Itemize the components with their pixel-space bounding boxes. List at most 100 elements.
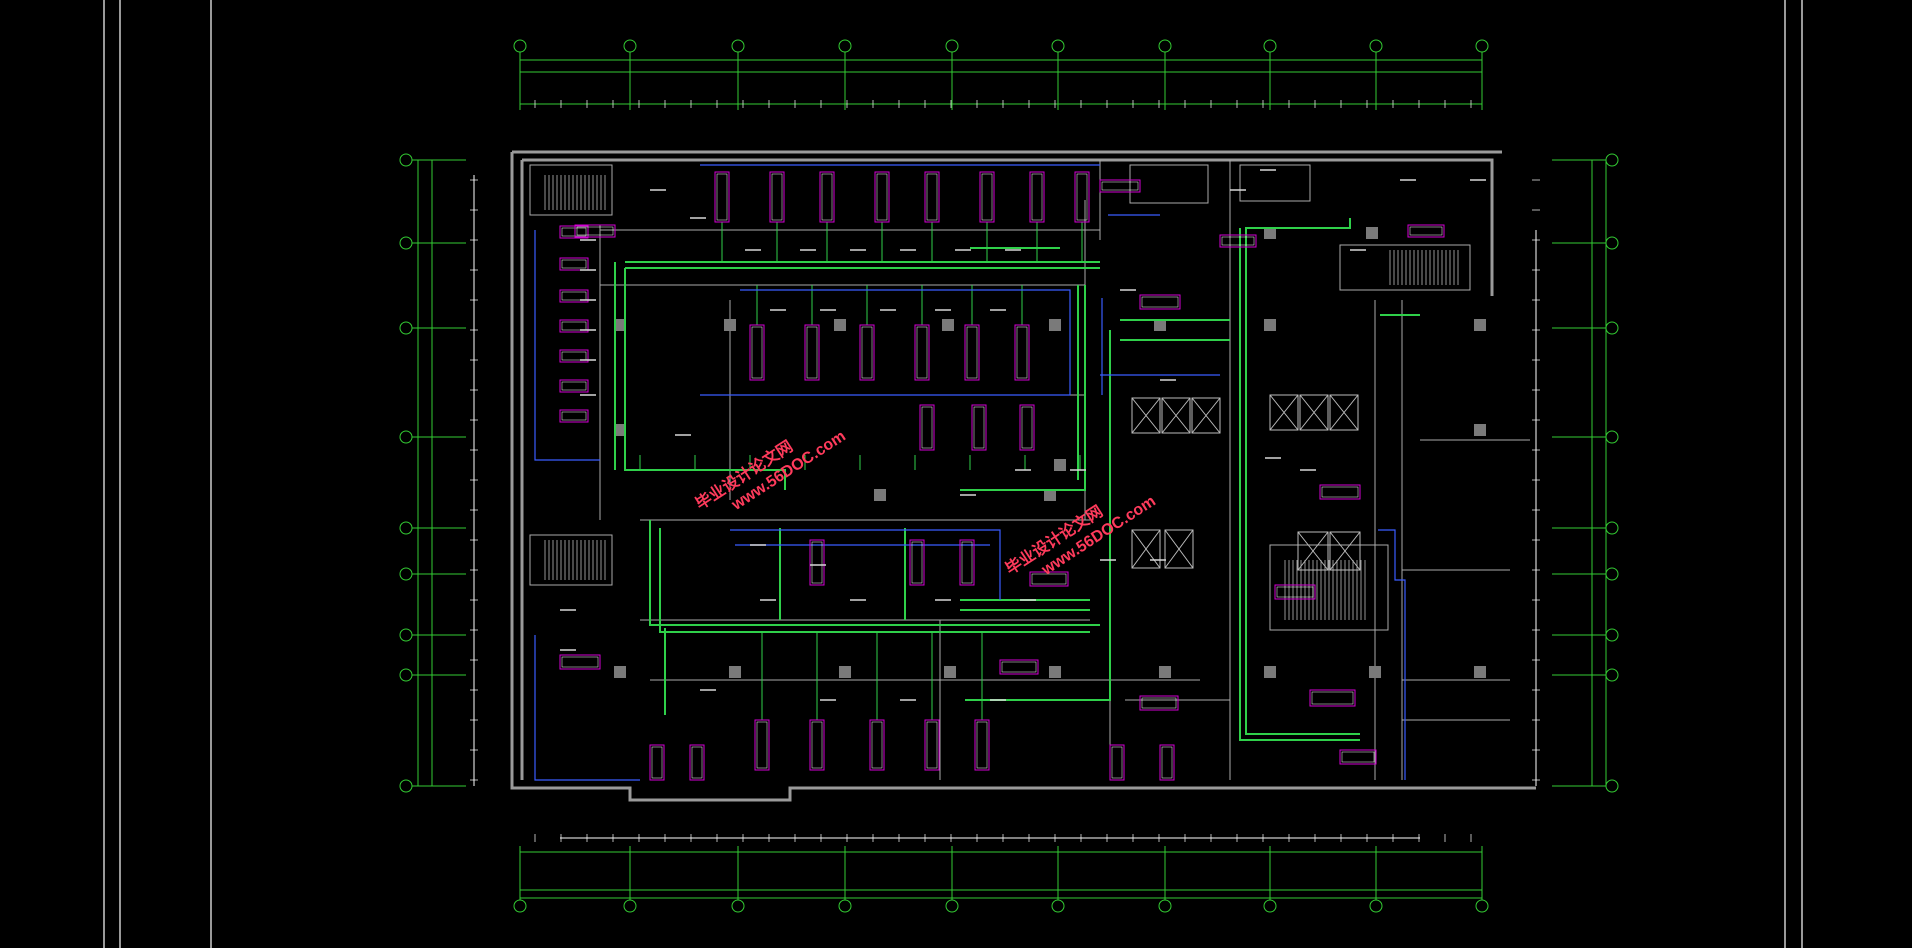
ahu-unit-inner (1276, 586, 1314, 598)
grid-bubble (1605, 153, 1619, 167)
grid-bubble (1051, 899, 1065, 913)
ahu-unit-inner (561, 291, 587, 301)
elevator-shafts (1131, 394, 1361, 571)
grid-bubble (945, 899, 959, 913)
elevator-car (1164, 529, 1194, 569)
grid-bubble (1369, 39, 1383, 53)
ahu-unit-inner (1001, 661, 1037, 673)
supply-ducts (614, 218, 1420, 741)
structural-columns (614, 227, 1486, 678)
column (1049, 666, 1061, 678)
grid-bubble (399, 567, 413, 581)
annotation-text (560, 169, 1486, 701)
ahu-unit-inner (926, 173, 938, 221)
left-grid-bubbles (399, 153, 413, 793)
column (942, 319, 954, 331)
grid-bubble (1605, 779, 1619, 793)
grid-bubble (513, 39, 527, 53)
ahu-unit-inner (1311, 691, 1354, 705)
ahu-unit (869, 719, 885, 771)
ahu-unit-inner (561, 411, 587, 421)
ahu-unit-inner (1101, 181, 1139, 191)
elevator-car (1269, 394, 1299, 431)
grid-bubble (1605, 628, 1619, 642)
ahu-unit (749, 324, 765, 381)
ahu-unit (559, 257, 589, 271)
elevator-car (1131, 529, 1161, 569)
ahu-unit (971, 404, 987, 451)
ahu-unit-inner (1016, 326, 1028, 379)
elevator-cross (1329, 531, 1361, 571)
grid-bubble (623, 39, 637, 53)
ahu-unit (559, 654, 601, 670)
supply-branch-lines (639, 222, 1083, 720)
ahu-unit (809, 719, 825, 771)
ahu-unit (1014, 324, 1030, 381)
ahu-unit (1219, 234, 1257, 248)
grid-bubble (399, 153, 413, 167)
column (1474, 666, 1486, 678)
ahu-unit-inner (561, 321, 587, 331)
grid-bubble (399, 668, 413, 682)
grid-bubble (1475, 899, 1489, 913)
ahu-unit (574, 224, 616, 238)
ahu-unit (809, 539, 825, 586)
ahu-unit-inner (576, 226, 614, 236)
elevator-car (1161, 397, 1191, 434)
column (1049, 319, 1061, 331)
ahu-unit-inner (1409, 226, 1443, 236)
elevator-cross (1329, 394, 1359, 431)
ahu-unit (1159, 744, 1175, 781)
elevator-cross (1191, 397, 1221, 434)
grid-bubble (1158, 899, 1172, 913)
ahu-unit (924, 719, 940, 771)
ahu-unit (754, 719, 770, 771)
ahu-unit (559, 319, 589, 333)
ahu-unit-inner (1141, 697, 1177, 709)
ahu-unit (804, 324, 820, 381)
column (614, 424, 626, 436)
grid-bubble (1605, 567, 1619, 581)
ahu-unit (999, 659, 1039, 675)
ahu-unit (1339, 749, 1377, 765)
column (1044, 489, 1056, 501)
ahu-unit (1319, 484, 1361, 500)
ahu-unit-inner (1021, 406, 1033, 449)
grid-bubble (945, 39, 959, 53)
ahu-unit (1074, 171, 1090, 223)
elevator-car (1299, 394, 1329, 431)
column (1159, 666, 1171, 678)
ahu-unit-inner (966, 326, 978, 379)
grid-bubble (1263, 899, 1277, 913)
column (1366, 227, 1378, 239)
column (1154, 319, 1166, 331)
ahu-unit (1139, 294, 1181, 310)
bottom-grid-bubbles (513, 899, 1489, 913)
elevator-cross (1299, 394, 1329, 431)
grid-bubble (399, 236, 413, 250)
ahu-unit (924, 171, 940, 223)
column (614, 666, 626, 678)
ahu-unit (914, 324, 930, 381)
ahu-unit-inner (751, 326, 763, 379)
ahu-unit-inner (561, 259, 587, 269)
column (1264, 666, 1276, 678)
grid-bubble (1605, 521, 1619, 535)
ahu-unit-inner (806, 326, 818, 379)
grid-bubble (1605, 321, 1619, 335)
ahu-unit (859, 324, 875, 381)
ahu-unit (1274, 584, 1316, 600)
ahu-unit-inner (651, 746, 663, 779)
ahu-unit-inner (876, 173, 888, 221)
ahu-unit-inner (1321, 486, 1359, 498)
ahu-unit (1309, 689, 1356, 707)
elevator-cross (1269, 394, 1299, 431)
ahu-unit-inner (561, 381, 587, 391)
elevator-cross (1164, 529, 1194, 569)
grid-bubble (623, 899, 637, 913)
ahu-unit (1109, 744, 1125, 781)
ahu-unit-inner (811, 721, 823, 769)
ahu-unit-inner (981, 173, 993, 221)
right-grid-bubbles (1605, 153, 1619, 793)
